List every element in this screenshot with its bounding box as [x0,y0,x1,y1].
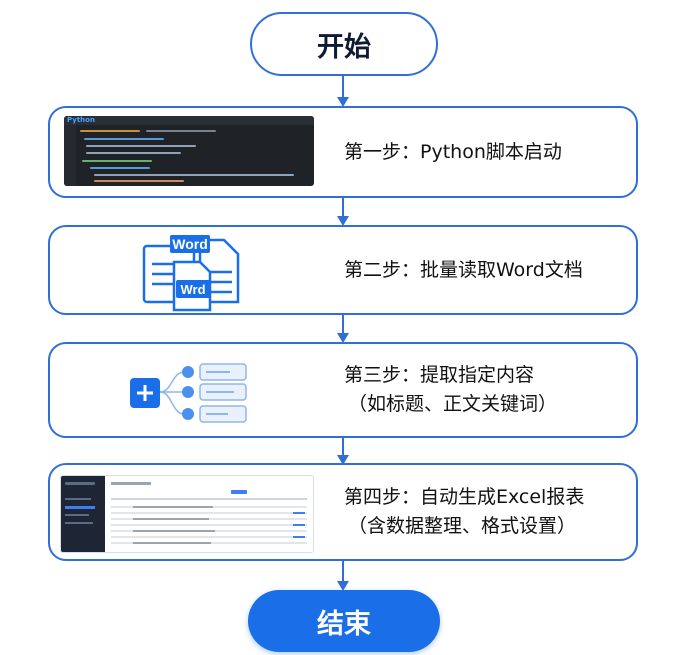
step-3-text: 第三步：提取指定内容 （如标题、正文关键词） [344,344,626,436]
svg-text:Word: Word [172,236,208,252]
arrow-down-icon [337,560,349,591]
step-3-card: 第三步：提取指定内容 （如标题、正文关键词） [48,342,638,438]
step-2-title: 第二步：批量读取Word文档 [344,258,583,281]
arrow-down-icon [337,197,349,226]
arrow-down-icon [337,436,349,465]
step-4-card: 第四步：自动生成Excel报表 （含数据整理、格式设置） [48,463,638,561]
step-2-card: Word Wrd 第二步：批量读取Word文档 [48,225,638,315]
step-3-subtitle: （如标题、正文关键词） [348,393,558,415]
word-documents-icon: Word Wrd [142,235,240,312]
step-4-text: 第四步：自动生成Excel报表 （含数据整理、格式设置） [344,465,626,559]
end-label: 结束 [317,608,371,640]
step-3-title: 第三步：提取指定内容 [344,364,535,386]
code-editor-screenshot: Python [64,116,314,186]
arrow-down-icon [337,314,349,343]
step-1-title: 第一步：Python脚本启动 [344,140,562,163]
start-label: 开始 [317,31,371,63]
step-4-title: 第四步：自动生成Excel报表 [344,486,585,508]
svg-text:Wrd: Wrd [180,282,205,297]
extract-branches-icon [130,363,247,423]
spreadsheet-screenshot [60,475,314,553]
step-1-text: 第一步：Python脚本启动 [344,108,626,196]
start-node: 开始 [250,12,438,76]
step-4-subtitle: （含数据整理、格式设置） [348,515,577,537]
python-logo: Python [67,116,95,124]
arrow-down-icon [337,76,349,107]
step-2-text: 第二步：批量读取Word文档 [344,227,626,313]
end-node: 结束 [248,590,440,652]
step-1-card: Python 第一步：Python脚本启动 [48,106,638,198]
